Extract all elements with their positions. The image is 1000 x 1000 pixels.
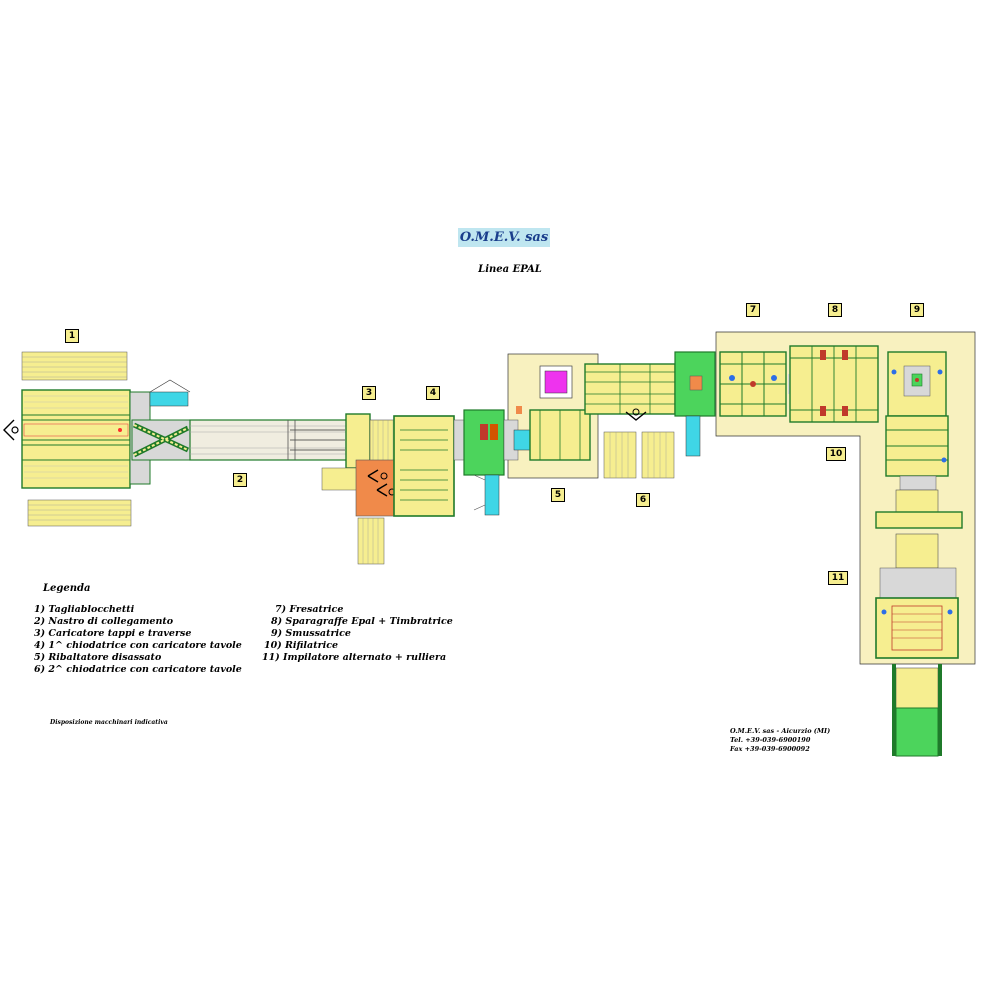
conveyor-nastro-collegamento bbox=[131, 419, 351, 461]
legend-item: 1) Tagliablocchetti bbox=[34, 604, 135, 615]
machine-tagliablocchetti bbox=[3, 351, 191, 527]
contact-company: O.M.E.V. sas - Aicurzio (MI) bbox=[730, 727, 831, 735]
legend-item: 5) Ribaltatore disassato bbox=[34, 652, 162, 663]
machine-chiodatrice-1 bbox=[393, 409, 505, 517]
machine-smussatrice bbox=[887, 351, 947, 417]
machine-sparagraffe-timbratrice bbox=[788, 345, 879, 423]
legend-item: 3) Caricatore tappi e traverse bbox=[34, 628, 192, 639]
machine-fresatrice bbox=[719, 351, 787, 417]
station-number-6: 6 bbox=[636, 493, 650, 507]
legend-title: Legenda bbox=[43, 583, 91, 594]
station-number-9: 9 bbox=[910, 303, 924, 317]
legend-item: 9) Smussatrice bbox=[271, 628, 351, 639]
legend-right-column: 7) Fresatrice 8) Sparagraffe Epal + Timb… bbox=[262, 604, 453, 664]
line-title: Linea EPAL bbox=[478, 264, 542, 275]
station-number-3: 3 bbox=[362, 386, 376, 400]
company-title: O.M.E.V. sas bbox=[458, 228, 550, 247]
legend-left-column: 1) Tagliablocchetti 2) Nastro di collega… bbox=[34, 604, 242, 676]
machine-impilatore-rulliera bbox=[875, 489, 963, 757]
machine-rifilatrice bbox=[885, 415, 949, 491]
machine-ribaltatore bbox=[503, 365, 591, 461]
layout-note: Disposizione macchinari indicativa bbox=[50, 719, 168, 726]
station-number-4: 4 bbox=[426, 386, 440, 400]
station-number-1: 1 bbox=[65, 329, 79, 343]
legend-item: 11) Impilatore alternato + rulliera bbox=[262, 652, 447, 663]
legend-item: 8) Sparagraffe Epal + Timbratrice bbox=[271, 616, 453, 627]
station-number-11: 11 bbox=[828, 571, 848, 585]
station-number-7: 7 bbox=[746, 303, 760, 317]
station-number-5: 5 bbox=[551, 488, 565, 502]
machine-chiodatrice-2 bbox=[584, 351, 716, 479]
legend-item: 4) 1^ chiodatrice con caricatore tavole bbox=[34, 640, 242, 651]
station-number-10: 10 bbox=[826, 447, 846, 461]
station-number-8: 8 bbox=[828, 303, 842, 317]
contact-phone: Tel. +39-039-6900190 bbox=[730, 736, 811, 744]
legend-item: 7) Fresatrice bbox=[275, 604, 344, 615]
contact-info: O.M.E.V. sas - Aicurzio (MI) Tel. +39-03… bbox=[730, 727, 830, 754]
legend-item: 6) 2^ chiodatrice con caricatore tavole bbox=[34, 664, 242, 675]
legend-item: 10) Rifilatrice bbox=[264, 640, 339, 651]
contact-fax: Fax +39-039-6900092 bbox=[730, 745, 810, 753]
station-number-2: 2 bbox=[233, 473, 247, 487]
legend-item: 2) Nastro di collegamento bbox=[34, 616, 174, 627]
